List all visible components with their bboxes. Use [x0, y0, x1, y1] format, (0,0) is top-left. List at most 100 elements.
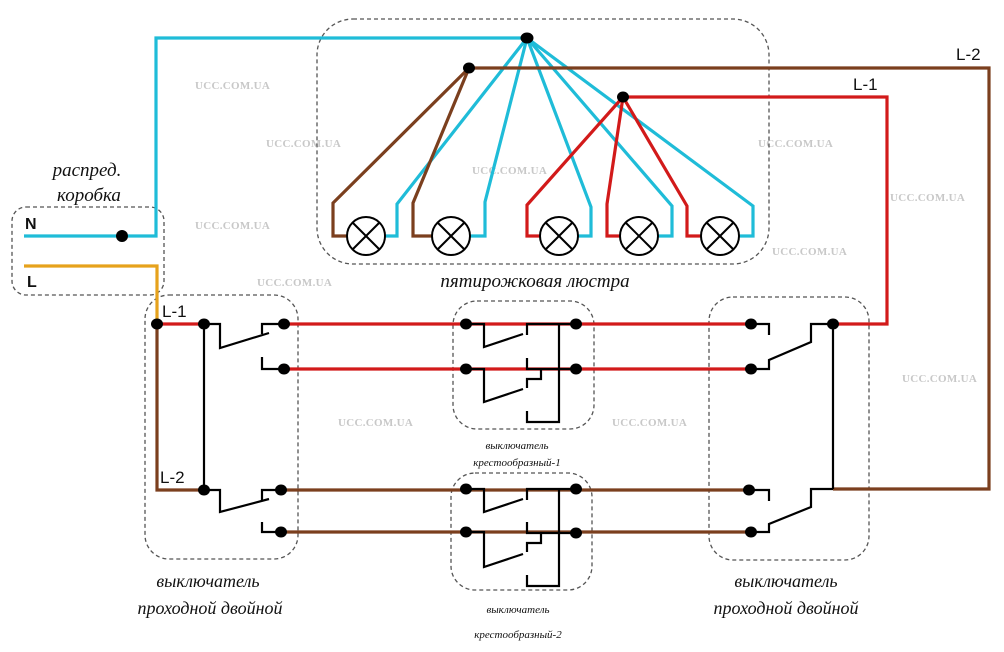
node-cross2-out-2: [570, 527, 582, 539]
cross1-blade-lower: [466, 367, 524, 404]
chandelier-outline: [316, 18, 770, 265]
node-switch-right-t3: [743, 484, 755, 496]
switch-left-outline: [144, 294, 299, 560]
line1-wire-return: [623, 95, 889, 326]
terminal-n-label: N: [25, 216, 37, 233]
switch-left-caption-2: проходной двойной: [137, 598, 282, 618]
cross-switch-1-caption-1: выключатель: [485, 440, 548, 452]
line2-wire-left-bus: [155, 324, 204, 492]
lamp-5-icon: [700, 216, 740, 256]
terminal-l-label: L: [27, 274, 37, 291]
watermark: UCC.COM.UA: [772, 246, 847, 258]
junction-box-caption-2: коробка: [57, 185, 121, 206]
junction-box-caption-1: распред.: [51, 160, 122, 181]
cross2-blade-upper: [466, 487, 524, 514]
node-switch-right-common: [827, 318, 839, 330]
node-neutral-chandelier: [520, 32, 534, 44]
switch-right-blade-1: [751, 322, 833, 371]
switch-right-blade-2: [751, 487, 833, 534]
cross-switch-2: [466, 487, 576, 588]
node-left-l1: [151, 318, 163, 330]
line2-wire-lamp-2: [411, 67, 471, 238]
node-cross2-out-1: [570, 483, 582, 495]
line1-wires: [157, 95, 889, 371]
line2-wire-return: [469, 66, 991, 491]
node-cross1-out-2: [570, 363, 582, 375]
watermark: UCC.COM.UA: [472, 165, 547, 177]
watermark: UCC.COM.UA: [902, 373, 977, 385]
neutral-wire-feed: [24, 36, 527, 238]
neutral-wire-lamp-3: [525, 37, 593, 238]
lamp-1-icon: [346, 216, 386, 256]
node-switch-right-t1: [745, 318, 757, 330]
node-switch-left-t4: [275, 526, 287, 538]
neutral-wire-lamp-1: [385, 37, 529, 238]
line1-wire-lamp-4: [605, 96, 625, 238]
neutral-wire-lamp-5: [526, 36, 755, 238]
switch-left-term-2b: [260, 522, 281, 534]
node-neutral-box: [116, 230, 128, 242]
node-switch-left-common-1: [198, 318, 210, 330]
switch-right-outline: [708, 296, 870, 561]
node-switch-left-t2: [278, 363, 290, 375]
watermark: UCC.COM.UA: [612, 417, 687, 429]
junction-box-outline: [11, 206, 165, 296]
cross1-link: [525, 369, 543, 388]
watermark: UCC.COM.UA: [338, 417, 413, 429]
node-switch-right-t2: [745, 363, 757, 375]
node-cross1-in-2: [460, 363, 472, 375]
cross-switch-1-caption-2: крестообразный-1: [473, 457, 560, 469]
watermark: UCC.COM.UA: [195, 220, 270, 232]
cross-switch-1: [466, 322, 576, 424]
node-cross2-in-1: [460, 483, 472, 495]
cross2-contact-bottom: [525, 489, 561, 588]
watermark: UCC.COM.UA: [257, 277, 332, 289]
switch-left-term-2a: [260, 488, 281, 500]
cross-switch-2-caption-1: выключатель: [486, 604, 549, 616]
watermark: UCC.COM.UA: [758, 138, 833, 150]
node-switch-left-t3: [275, 484, 287, 496]
cross1-contact-top: [525, 322, 576, 335]
lamps: [346, 216, 740, 256]
line1-right-label: L-1: [853, 75, 878, 94]
line1-left-label: L-1: [162, 302, 187, 321]
switch-left-caption-1: выключатель: [156, 571, 259, 591]
node-cross1-out-1: [570, 318, 582, 330]
node-cross2-in-2: [460, 526, 472, 538]
cross-switch-1-outline: [452, 300, 595, 430]
cross1-contact-bottom: [525, 324, 561, 424]
switch-right-term-2a: [749, 488, 771, 501]
cross1-contact-mid: [525, 358, 576, 371]
watermark: UCC.COM.UA: [890, 192, 965, 204]
node-cross1-in-1: [460, 318, 472, 330]
phase-input-wire: [24, 264, 159, 324]
line2-right-label: L-2: [956, 45, 981, 64]
watermark: UCC.COM.UA: [195, 80, 270, 92]
node-line1-chandelier: [617, 91, 629, 103]
node-switch-right-t4: [745, 526, 757, 538]
switch-left: [202, 322, 284, 534]
neutral-wire-lamp-2: [469, 37, 529, 238]
cross2-link: [525, 533, 543, 552]
switch-right: [749, 322, 835, 534]
line2-wire-lamp-1: [331, 66, 471, 238]
switch-left-term-1b: [260, 357, 284, 371]
watermarks: UCC.COM.UA UCC.COM.UA UCC.COM.UA UCC.COM…: [195, 80, 977, 429]
switch-left-contact-1: [204, 322, 270, 350]
line1-wire-lamp-3: [525, 95, 625, 238]
line2-wires: [155, 66, 991, 534]
cross2-blade-lower: [466, 530, 524, 569]
chandelier-caption: пятирожковая люстра: [440, 271, 629, 292]
cross1-blade-upper: [466, 322, 524, 349]
line1-wire-lamp-5: [621, 96, 702, 238]
switch-right-caption-2: проходной двойной: [713, 598, 858, 618]
watermark: UCC.COM.UA: [266, 138, 341, 150]
switch-left-term-1a: [260, 322, 284, 334]
line2-left-label: L-2: [160, 468, 185, 487]
node-switch-left-common-2: [198, 484, 210, 496]
node-switch-left-t1: [278, 318, 290, 330]
node-line2-chandelier: [463, 62, 475, 74]
lamp-2-icon: [431, 216, 471, 256]
lamp-4-icon: [619, 216, 659, 256]
